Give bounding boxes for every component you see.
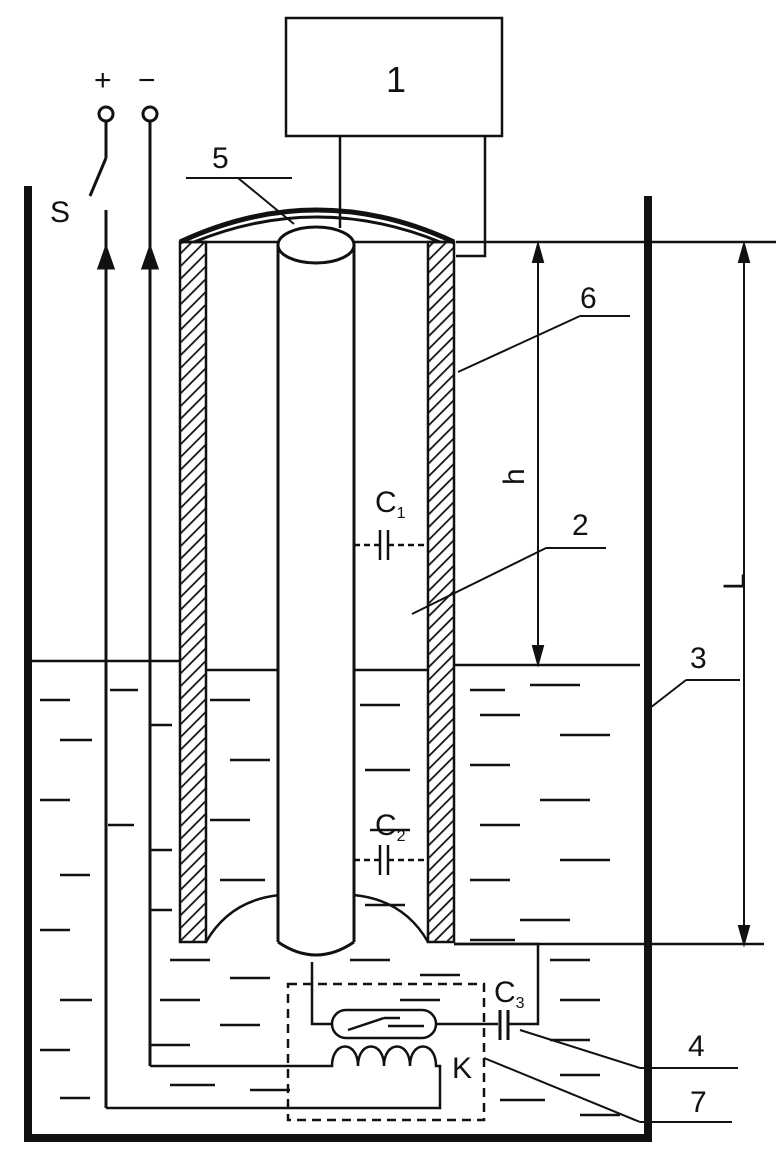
coil-k	[106, 1045, 442, 1110]
tank-walls	[24, 186, 652, 1142]
label-L: L	[718, 573, 751, 590]
terminal-minus	[141, 105, 159, 123]
leader-5b	[237, 177, 295, 225]
label-gap-2: 2	[572, 509, 589, 542]
outer-tube-right-wall	[426, 240, 456, 944]
power-circuit	[88, 105, 160, 1108]
bottom-circuit	[106, 942, 540, 1122]
outer-tube-left-wall	[178, 240, 208, 944]
label-c3: C3	[494, 976, 525, 1012]
label-reed-4: 4	[688, 1030, 705, 1063]
label-coil-k: K	[452, 1052, 472, 1085]
liquid	[32, 659, 640, 672]
block-1	[284, 16, 504, 258]
capacitor-c2	[354, 845, 428, 875]
label-h: h	[498, 468, 531, 485]
label-c1: C1	[375, 486, 406, 522]
label-rod-5: 5	[212, 142, 229, 175]
switch-s-blade	[88, 157, 108, 197]
central-rod	[276, 225, 356, 957]
leader-2	[411, 547, 547, 615]
leader-4	[519, 1029, 641, 1069]
reed-switch	[330, 1008, 438, 1040]
leader-7	[483, 1057, 641, 1123]
label-minus: −	[138, 64, 156, 97]
label-block-1: 1	[386, 59, 406, 100]
outer-tube	[178, 240, 456, 944]
dimension-L	[454, 240, 764, 948]
label-switch-s: S	[50, 196, 70, 229]
liquid-dashes	[40, 683, 620, 1117]
box-7	[286, 982, 486, 1122]
label-box-7: 7	[690, 1086, 707, 1119]
bottom-meniscus	[204, 893, 430, 943]
label-tank-3: 3	[690, 642, 707, 675]
leader-3	[649, 679, 687, 709]
capacitor-c1	[354, 530, 428, 560]
label-tube-6: 6	[580, 282, 597, 315]
label-c2: C2	[375, 809, 406, 845]
terminal-plus	[97, 105, 115, 123]
label-plus: +	[94, 64, 112, 97]
dimension-h	[456, 240, 776, 668]
leader-6	[457, 315, 581, 373]
